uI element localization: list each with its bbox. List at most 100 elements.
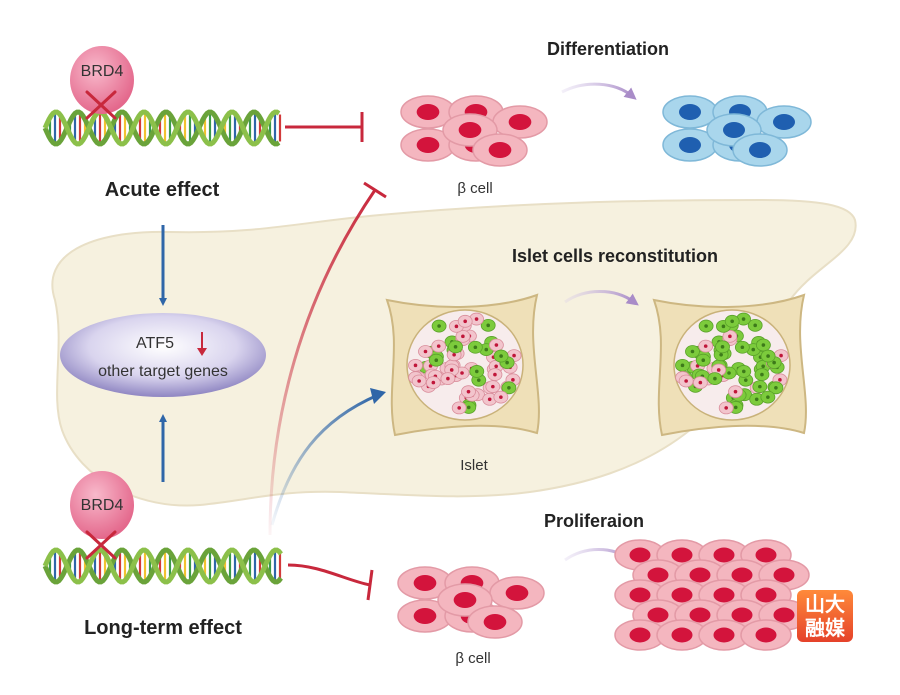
acute-effect-label: Acute effect <box>105 179 220 201</box>
cell-nucleus <box>508 114 532 130</box>
cell-nucleus <box>474 317 479 321</box>
cell-nucleus <box>766 354 770 358</box>
cell-nucleus <box>716 368 721 372</box>
differentiation-label: Differentiation <box>547 39 669 59</box>
cell-nucleus <box>505 585 529 601</box>
long-term-effect-label: Long-term effect <box>84 617 242 639</box>
cell-nucleus <box>728 334 732 339</box>
cell-nucleus <box>629 587 651 603</box>
cell-nucleus <box>760 372 764 377</box>
proliferated-cell-cluster <box>614 539 810 651</box>
cell-nucleus <box>773 114 795 130</box>
cell-nucleus <box>473 345 478 350</box>
badge-line-2: 融媒 <box>805 616 845 640</box>
inhibit-line-top <box>285 112 364 142</box>
cell-nucleus <box>679 137 701 153</box>
cell-nucleus <box>713 587 735 603</box>
beta-cell-cluster-top <box>400 95 548 167</box>
activate-curve-islet <box>270 388 386 526</box>
cell-nucleus <box>452 352 456 357</box>
cell-nucleus <box>413 608 437 624</box>
cell-nucleus <box>466 405 471 410</box>
cell-nucleus <box>689 607 711 623</box>
cell-nucleus <box>761 343 766 347</box>
dna-helix-bottom <box>42 547 283 585</box>
cell-nucleus <box>721 324 726 329</box>
cell-nucleus <box>512 353 516 358</box>
cell-nucleus <box>754 397 759 402</box>
cell-nucleus <box>713 547 735 563</box>
brd4-label-bottom: BRD4 <box>81 497 124 514</box>
cell-nucleus <box>773 607 795 623</box>
cell-nucleus <box>671 547 693 563</box>
cell-nucleus <box>454 324 459 329</box>
cell-nucleus <box>453 592 477 608</box>
cell-nucleus <box>719 352 723 357</box>
cell-nucleus <box>474 369 479 374</box>
cell-nucleus <box>730 319 734 324</box>
inhibit-cross-top <box>85 90 117 120</box>
cell-nucleus <box>727 371 731 375</box>
cell-nucleus <box>436 344 441 348</box>
inhibit-cross-bottom <box>85 530 117 560</box>
cell-nucleus <box>733 389 738 394</box>
cell-nucleus <box>751 347 756 352</box>
cell-nucleus <box>434 358 439 363</box>
cell-nucleus <box>755 587 777 603</box>
cell-nucleus <box>749 142 771 158</box>
cell-nucleus <box>713 627 735 643</box>
cell-nucleus <box>671 587 693 603</box>
dna-strand <box>42 547 283 585</box>
cell-nucleus <box>773 567 795 583</box>
cell-nucleus <box>446 376 450 381</box>
cell-nucleus <box>416 137 440 153</box>
inhibit-line-bottom <box>287 563 374 601</box>
cell-nucleus <box>629 547 651 563</box>
islet-reconstitution-label: Islet cells reconstitution <box>512 246 718 266</box>
cell-nucleus <box>755 627 777 643</box>
cell-nucleus <box>741 317 746 321</box>
cell-nucleus <box>460 371 464 375</box>
other-target-genes-label: other target genes <box>98 363 228 380</box>
cell-nucleus <box>689 567 711 583</box>
cell-nucleus <box>511 378 515 382</box>
cell-nucleus <box>491 384 495 389</box>
transition-arrow-differentiation <box>561 82 637 100</box>
cell-nucleus <box>713 376 717 381</box>
cell-nucleus <box>774 386 778 390</box>
downregulation-arrow <box>197 332 207 356</box>
cell-nucleus <box>437 324 441 328</box>
dna-strand <box>42 109 281 147</box>
cell-nucleus <box>755 547 777 563</box>
inhibit-curve-up <box>268 181 387 536</box>
dna-helix-top <box>42 109 282 147</box>
cell-nucleus <box>507 386 511 390</box>
brd4-protein-bottom <box>70 471 134 539</box>
differentiated-cell-cluster <box>662 95 812 167</box>
cell-nucleus <box>679 104 701 120</box>
cell-nucleus <box>701 358 706 363</box>
cell-nucleus <box>731 567 753 583</box>
cell-nucleus <box>671 627 693 643</box>
atf5-label: ATF5 <box>136 335 174 352</box>
transition-arrow-islet <box>564 290 639 306</box>
cell-nucleus <box>698 380 703 385</box>
cell-nucleus <box>772 360 776 365</box>
cell-nucleus <box>413 575 437 591</box>
cell-nucleus <box>494 343 499 347</box>
cell-nucleus <box>647 567 669 583</box>
brd4-label-top: BRD4 <box>81 63 124 80</box>
cell-nucleus <box>758 384 762 389</box>
dna-strand <box>42 109 281 147</box>
cell-nucleus <box>486 323 490 328</box>
cell-nucleus <box>431 380 436 385</box>
cell-nucleus <box>488 142 512 158</box>
cell-nucleus <box>684 379 688 383</box>
cell-nucleus <box>499 395 503 399</box>
cell-nucleus <box>466 389 471 394</box>
media-logo-badge: 山大 融媒 <box>797 590 853 642</box>
cell-nucleus <box>423 349 428 354</box>
islet-label: Islet <box>460 457 488 474</box>
cell-nucleus <box>743 378 748 382</box>
cell-nucleus <box>753 323 757 328</box>
